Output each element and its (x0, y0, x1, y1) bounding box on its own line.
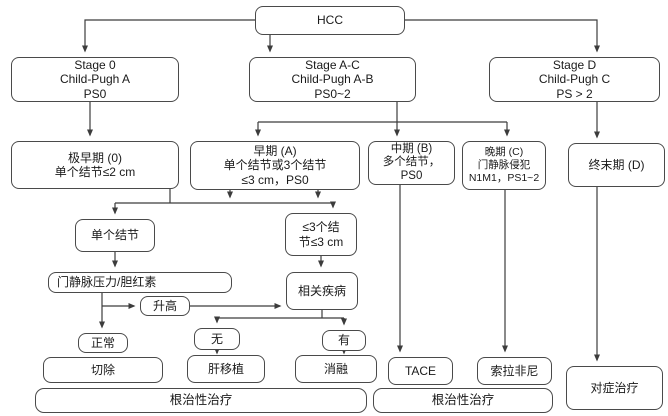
node-early-line3: ≤3 cm，PS0 (241, 172, 309, 187)
node-stage-a-c-line1: Stage A-C (305, 57, 360, 72)
node-elevated-label: 升高 (152, 298, 177, 313)
node-symptomatic-label: 对症治疗 (590, 380, 639, 395)
node-liver-transplant: 肝移植 (187, 355, 265, 383)
node-stage-d-line2: Child-Pugh C (538, 72, 611, 87)
node-ablation-label: 消融 (323, 361, 348, 376)
node-stage-d: Stage D Child-Pugh C PS > 2 (489, 57, 660, 102)
node-no: 无 (194, 328, 240, 350)
node-early-line1: 早期 (A) (253, 143, 297, 158)
flow-connector-lines (82, 19, 600, 362)
node-terminal-label: 终末期 (D) (588, 157, 645, 172)
bar-curative-left-label: 根治性治疗 (169, 393, 233, 408)
node-single-nodule: 单个结节 (75, 219, 155, 252)
node-no-label: 无 (210, 331, 223, 346)
node-stage-a-c: Stage A-C Child-Pugh A-B PS0~2 (249, 57, 416, 102)
node-single-nodule-label: 单个结节 (90, 228, 139, 243)
bar-curative-treatment-right: 根治性治疗 (373, 388, 553, 413)
node-very-early-stage: 极早期 (0) 单个结节≤2 cm (11, 141, 179, 189)
node-stage-0-line2: Child-Pugh A (59, 72, 131, 87)
node-stage-a-c-line3: PS0~2 (314, 86, 351, 101)
node-three-nodules-line1: ≤3个结 (302, 220, 340, 234)
node-intermediate-stage: 中期 (B) 多个结节， PS0 (368, 141, 455, 185)
node-three-nodules-line2: 节≤3 cm (298, 234, 344, 249)
node-very-early-line2: 单个结节≤2 cm (54, 165, 136, 179)
node-early-stage: 早期 (A) 单个结节或3个结节 ≤3 cm，PS0 (190, 141, 360, 190)
node-stage-d-line3: PS > 2 (556, 86, 593, 101)
node-advanced-line3: N1M1，PS1~2 (468, 172, 540, 184)
node-elevated: 升高 (140, 296, 190, 316)
node-three-nodules: ≤3个结 节≤3 cm (285, 213, 357, 256)
node-yes: 有 (322, 330, 366, 351)
node-tace: TACE (388, 357, 453, 385)
node-stage-0-line1: Stage 0 (74, 57, 116, 72)
node-intermediate-line3: PS0 (400, 169, 423, 182)
node-hcc: HCC (255, 6, 405, 35)
node-portal-pressure-label: 门静脉压力/胆红素 (57, 275, 157, 290)
node-portal-pressure-bilirubin: 门静脉压力/胆红素 (48, 272, 232, 293)
node-advanced-line1: 晚期 (C) (484, 146, 524, 158)
node-advanced-line2: 门静脉侵犯 (477, 159, 531, 171)
node-sorafenib-label: 索拉非尼 (490, 363, 539, 378)
node-resection: 切除 (43, 357, 163, 383)
node-tace-label: TACE (404, 363, 437, 378)
node-yes-label: 有 (337, 333, 350, 348)
node-advanced-stage: 晚期 (C) 门静脉侵犯 N1M1，PS1~2 (462, 141, 546, 190)
node-related-diseases-label: 相关疾病 (297, 283, 346, 298)
node-early-line2: 单个结节或3个结节 (223, 158, 327, 173)
node-intermediate-line1: 中期 (B) (390, 142, 433, 155)
node-normal-label: 正常 (90, 335, 115, 350)
node-normal: 正常 (78, 333, 128, 353)
node-related-diseases: 相关疾病 (286, 272, 358, 310)
bar-curative-right-label: 根治性治疗 (431, 393, 495, 408)
node-symptomatic-treatment: 对症治疗 (566, 366, 663, 410)
node-ablation: 消融 (295, 355, 377, 383)
node-intermediate-line2: 多个结节， (382, 156, 441, 169)
node-liver-transplant-label: 肝移植 (207, 361, 244, 376)
node-hcc-label: HCC (317, 13, 343, 28)
node-sorafenib: 索拉非尼 (477, 357, 552, 385)
node-stage-0-line3: PS0 (83, 86, 107, 101)
node-terminal-stage: 终末期 (D) (568, 143, 665, 187)
node-stage-d-line1: Stage D (552, 57, 597, 72)
node-stage-0: Stage 0 Child-Pugh A PS0 (11, 57, 179, 102)
node-stage-a-c-line2: Child-Pugh A-B (291, 72, 374, 87)
node-resection-label: 切除 (90, 362, 115, 377)
bar-curative-treatment-left: 根治性治疗 (35, 388, 367, 413)
node-very-early-line1: 极早期 (0) (67, 150, 122, 165)
